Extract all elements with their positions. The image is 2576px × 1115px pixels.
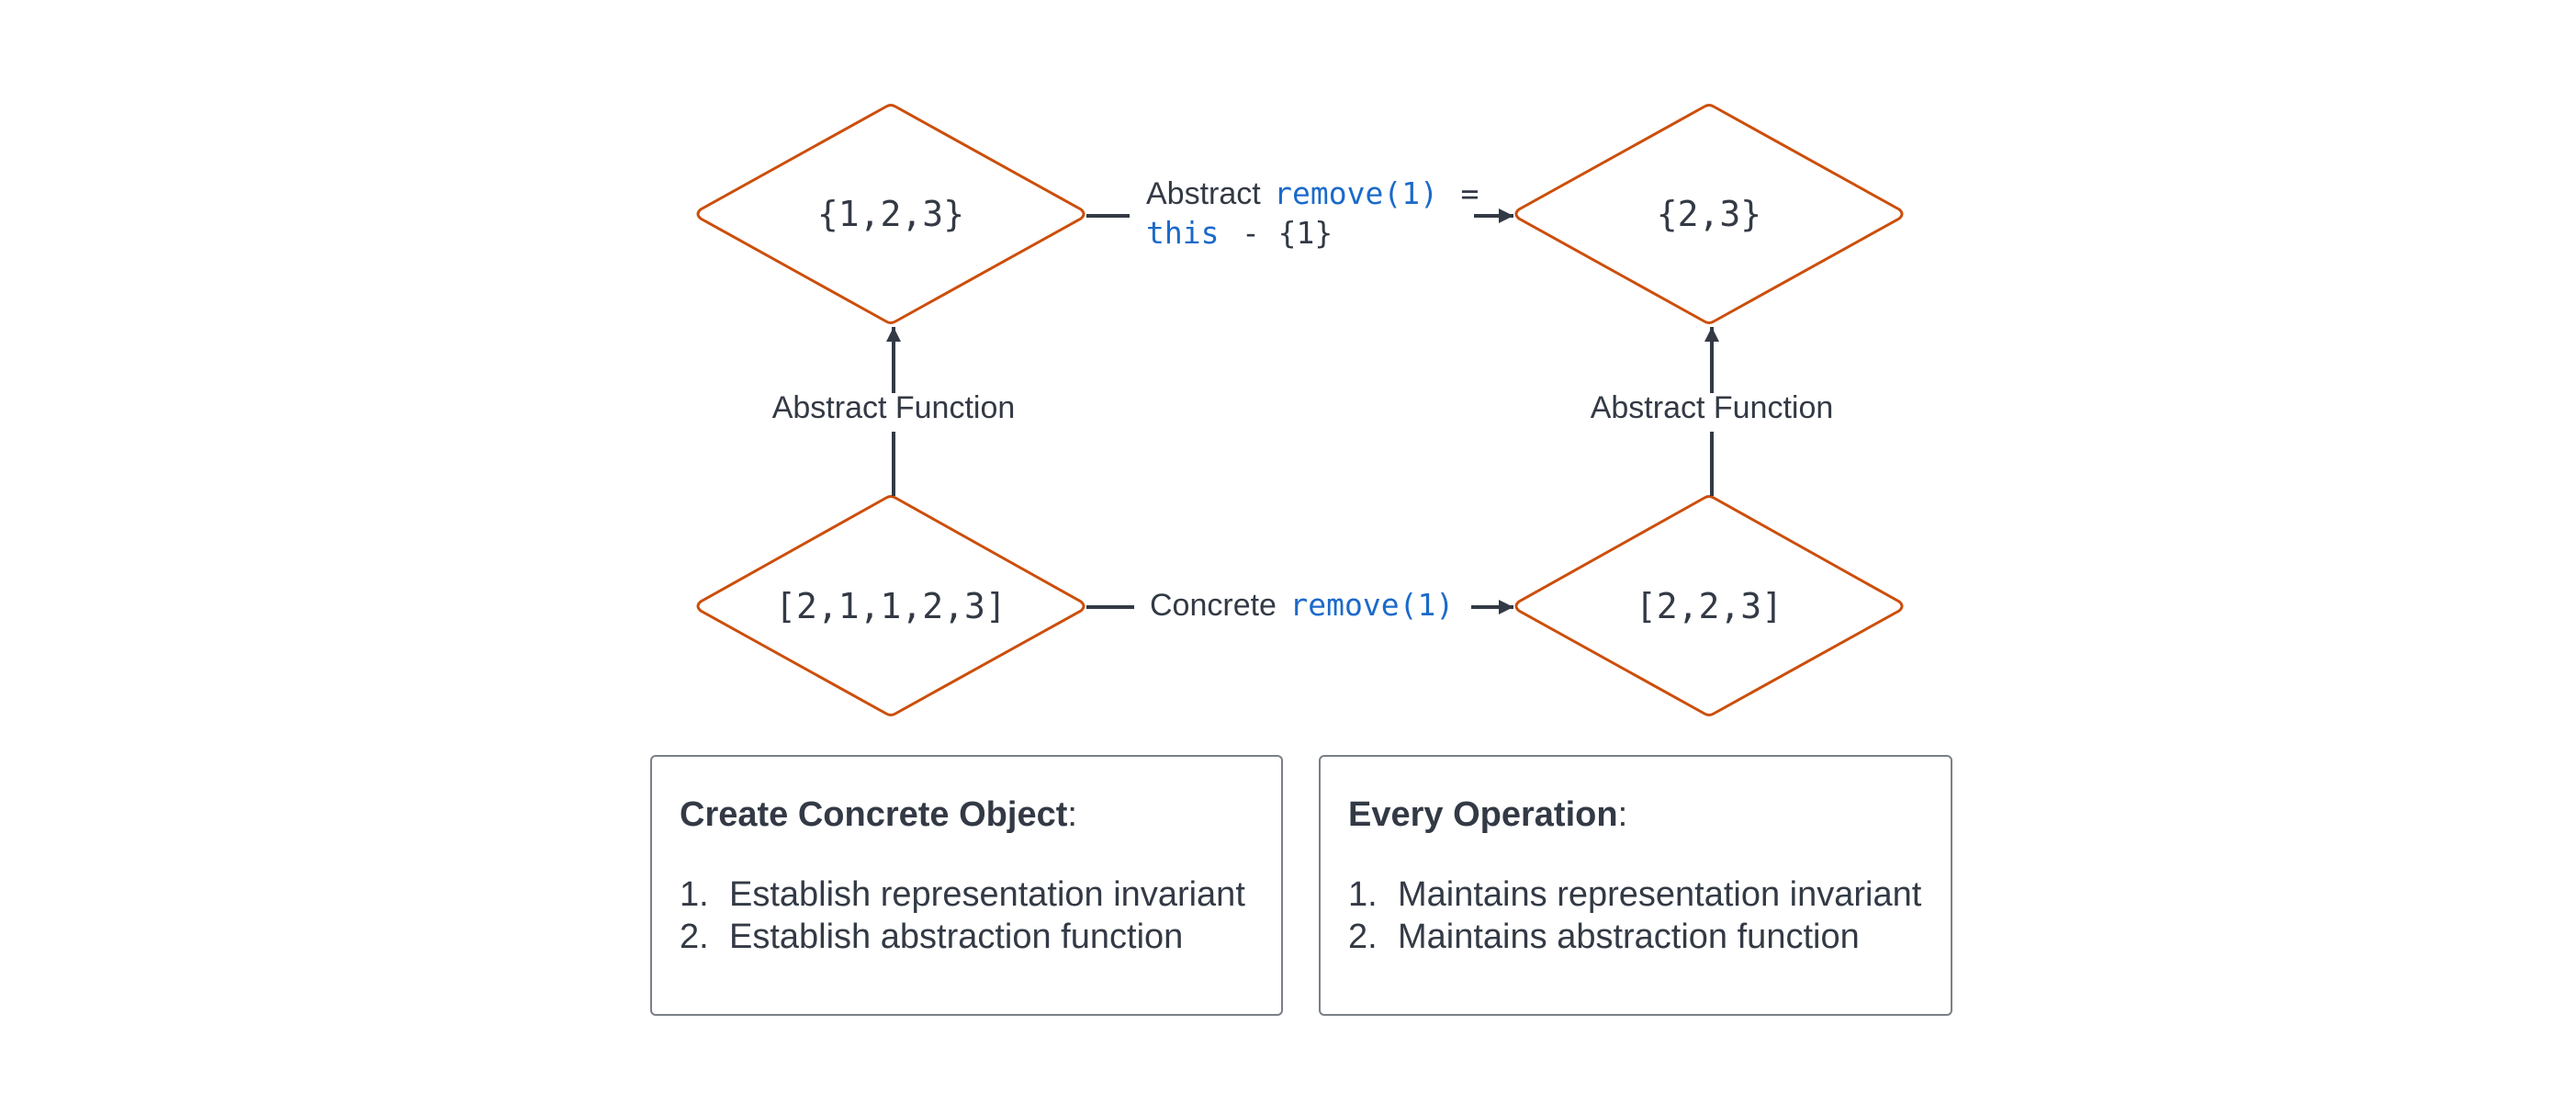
edge-call: remove(1) [1289,587,1454,623]
edge-rest: - {1} [1242,215,1333,251]
diamond-shape [1514,495,1904,716]
every-operation-box: Every Operation: 1. Maintains representat… [1319,755,1952,1016]
list-text: Establish representation invariant [729,875,1245,914]
list-number: 2. [680,918,709,956]
edge-af-right[interactable]: Abstract Function [1591,327,1834,496]
edge-this: this [1146,215,1219,251]
list-item: 2. Maintains abstraction function [1348,916,1925,958]
edge-label: Abstract Function [772,390,1016,425]
node-abstract-before[interactable]: {1,2,3} [696,104,1086,324]
diamond-shape [696,495,1086,716]
box-heading-line: Every Operation: [1348,795,1925,835]
edge-concrete-op[interactable]: Concrete remove(1) [1086,587,1513,623]
node-label: {2,3} [1657,194,1761,234]
list-text: Maintains abstraction function [1398,918,1860,956]
edge-call: remove(1) [1274,175,1438,211]
list-text: Maintains representation invariant [1398,875,1922,914]
box-list: 1. Establish representation invariant 2. E… [680,873,1255,958]
edge-equals: = [1460,175,1479,211]
edge-af-left[interactable]: Abstract Function [772,327,1016,496]
node-label: {1,2,3} [817,194,964,234]
edge-abstract-op[interactable]: Abstract remove(1) = this - {1} [1086,175,1513,251]
diamond-shape [696,104,1086,324]
box-heading: Create Concrete Object [680,795,1068,834]
edge-label: Abstract Function [1591,390,1834,425]
edge-label: Concrete remove(1) [1150,587,1454,623]
box-list: 1. Maintains representation invariant 2. M… [1348,873,1925,958]
list-item: 1. Maintains representation invariant [1348,873,1925,916]
edge-prefix: Abstract [1146,176,1261,211]
node-abstract-after[interactable]: {2,3} [1514,104,1904,324]
node-label: [2,2,3] [1636,586,1783,626]
list-item: 2. Establish abstraction function [680,916,1255,958]
edge-prefix: Concrete [1150,588,1277,623]
diamond-shape [1514,104,1904,324]
list-item: 1. Establish representation invariant [680,873,1255,916]
node-label: [2,1,1,2,3] [775,586,1007,626]
list-number: 2. [1348,918,1378,956]
box-heading: Every Operation [1348,795,1618,834]
edge-label-line2: this - {1} [1146,215,1333,251]
box-heading-colon: : [1617,795,1628,834]
create-concrete-object-box: Create Concrete Object: 1. Establish repr… [650,755,1283,1016]
edge-label-line1: Abstract remove(1) = [1146,175,1479,211]
list-number: 1. [1348,875,1378,914]
box-heading-colon: : [1067,795,1077,834]
node-concrete-after[interactable]: [2,2,3] [1514,495,1904,716]
list-text: Establish abstraction function [729,918,1184,956]
list-number: 1. [680,875,709,914]
box-heading-line: Create Concrete Object: [680,795,1255,835]
node-concrete-before[interactable]: [2,1,1,2,3] [696,495,1086,716]
